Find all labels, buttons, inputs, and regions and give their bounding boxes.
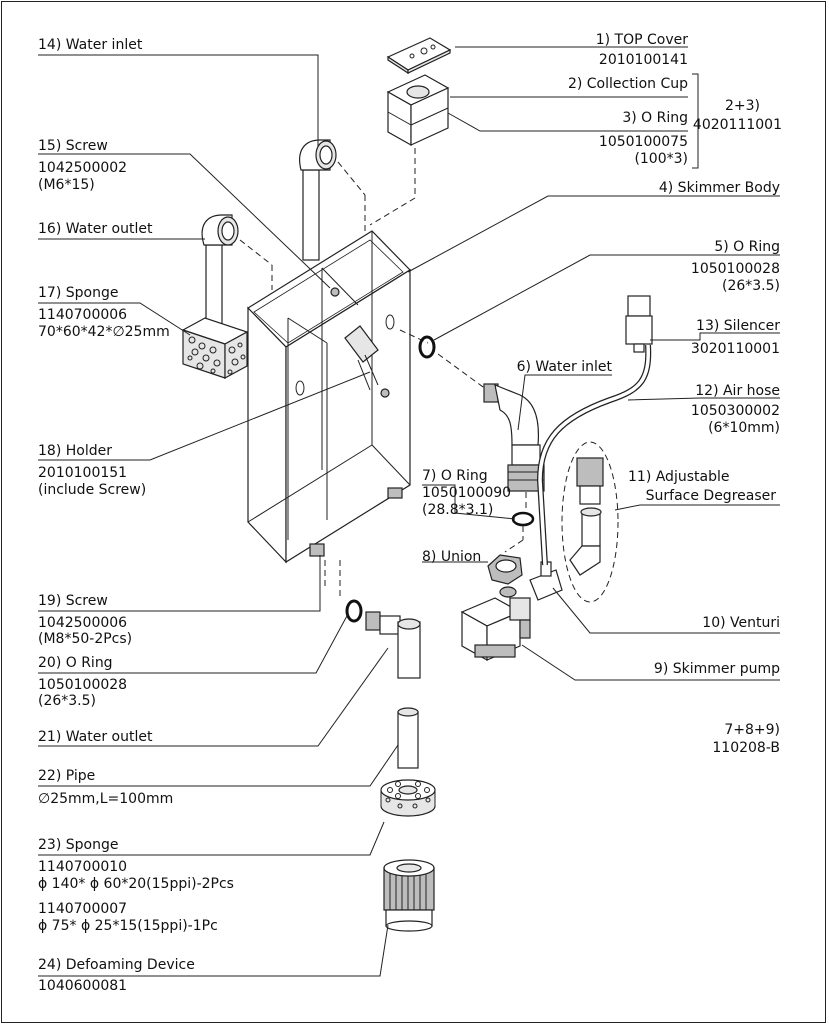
label-p3-title: 3) O Ring	[622, 110, 688, 126]
top-cover-part	[386, 37, 452, 75]
label-p23-spec: ϕ 140* ϕ 60*20(15ppi)-2Pcs	[38, 876, 234, 892]
label-p23-code2: 1140700007	[38, 901, 127, 917]
label-p23-code: 1140700010	[38, 859, 127, 875]
label-p6-title: 6) Water inlet	[517, 359, 613, 375]
skimmer-pump-part	[460, 597, 531, 662]
leader-lines	[38, 46, 780, 977]
label-p1-code: 2010100141	[599, 52, 688, 68]
label-p8-title: 8) Union	[422, 549, 481, 565]
label-p21-title: 21) Water outlet	[38, 729, 153, 745]
label-p19-title: 19) Screw	[38, 593, 108, 609]
label-p15-spec: (M6*15)	[38, 177, 95, 193]
label-p14-title: 14) Water inlet	[38, 37, 143, 53]
label-p13-code: 3020110001	[691, 341, 780, 357]
defoaming-device-part	[383, 859, 435, 932]
water-inlet-top-part	[299, 139, 337, 261]
surface-degreaser-part	[569, 457, 604, 576]
label-p18-title: 18) Holder	[38, 443, 112, 459]
o-ring-7-part	[511, 511, 535, 527]
label-group23-code: 4020111001	[693, 117, 782, 133]
label-p3-code: 1050100075	[599, 134, 688, 150]
label-p24-code: 1040600081	[38, 978, 127, 994]
label-p3-spec: (100*3)	[634, 151, 688, 167]
label-p17-spec: 70*60*42*∅25mm	[38, 324, 170, 340]
label-group789-title: 7+8+9)	[724, 722, 780, 738]
pipe-part	[397, 707, 419, 769]
label-p16-title: 16) Water outlet	[38, 221, 153, 237]
skimmer-body-part	[247, 230, 411, 564]
label-p15-code: 1042500002	[38, 160, 127, 176]
label-p20-title: 20) O Ring	[38, 655, 113, 671]
sponge-ring-part	[380, 779, 436, 817]
label-p12-code: 1050300002	[691, 403, 780, 419]
venturi-part	[529, 561, 563, 601]
label-p24-title: 24) Defoaming Device	[38, 957, 195, 973]
label-p20-spec: (26*3.5)	[38, 693, 96, 709]
silencer-part	[625, 295, 653, 353]
part-labels: 1) TOP Cover 2010100141 2) Collection Cu…	[38, 32, 782, 994]
label-p1-title: 1) TOP Cover	[596, 32, 689, 48]
label-p19-spec: (M8*50-2Pcs)	[38, 631, 132, 647]
degreaser-group-outline	[561, 441, 619, 603]
water-outlet-bottom-part	[365, 611, 421, 679]
pump-inlet-ring-part	[499, 586, 517, 598]
label-group789-code: 110208-B	[712, 740, 780, 756]
label-p5-spec: (26*3.5)	[722, 278, 780, 294]
label-p23-title: 23) Sponge	[38, 837, 118, 853]
label-p15-title: 15) Screw	[38, 138, 108, 154]
label-p13-title: 13) Silencer	[696, 318, 780, 334]
label-p5-code: 1050100028	[691, 261, 780, 277]
collection-cup-part	[386, 74, 450, 147]
sponge-block-part	[181, 317, 249, 380]
label-p22-title: 22) Pipe	[38, 768, 95, 784]
air-hose-part	[538, 344, 650, 566]
label-group23-title: 2+3)	[725, 98, 760, 114]
water-outlet-top-part	[201, 214, 239, 326]
union-part	[487, 554, 523, 585]
label-p11-title2: Surface Degreaser	[646, 488, 777, 504]
label-p2-title: 2) Collection Cup	[568, 76, 688, 92]
label-p11-title: 11) Adjustable	[628, 469, 729, 485]
label-p20-code: 1050100028	[38, 677, 127, 693]
label-p9-title: 9) Skimmer pump	[654, 661, 780, 677]
label-p19-code: 1042500006	[38, 615, 127, 631]
label-p10-title: 10) Venturi	[702, 615, 780, 631]
label-p17-title: 17) Sponge	[38, 285, 118, 301]
label-p7-code: 1050100090	[422, 485, 511, 501]
label-p22-spec: ∅25mm,L=100mm	[38, 791, 173, 807]
label-p18-code: 2010100151	[38, 465, 127, 481]
label-p4-title: 4) Skimmer Body	[659, 180, 780, 196]
label-p18-spec: (include Screw)	[38, 482, 146, 498]
label-p7-title: 7) O Ring	[422, 468, 488, 484]
label-p5-title: 5) O Ring	[714, 239, 780, 255]
label-p12-spec: (6*10mm)	[708, 420, 780, 436]
label-p12-title: 12) Air hose	[695, 383, 780, 399]
label-p17-code: 1140700006	[38, 307, 127, 323]
o-ring-20-part	[345, 599, 363, 623]
label-p23-spec2: ϕ 75* ϕ 25*15(15ppi)-1Pc	[38, 918, 218, 934]
o-ring-5-part	[418, 335, 436, 359]
label-p7-spec: (28.8*3.1)	[422, 502, 493, 518]
water-inlet-elbow-part	[483, 383, 545, 492]
